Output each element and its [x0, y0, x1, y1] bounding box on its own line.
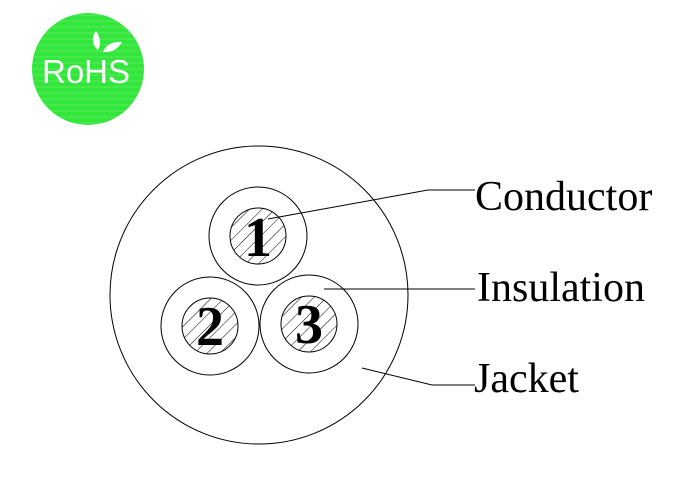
conductor-leader-line	[267, 189, 475, 220]
conductor-circle	[229, 207, 287, 265]
core-1: 1	[208, 186, 308, 286]
insulation-circle	[259, 274, 359, 374]
rohs-badge: RoHS	[32, 13, 144, 125]
jacket-circle	[109, 145, 409, 445]
core-number: 2	[196, 296, 224, 358]
jacket-label: Jacket	[474, 356, 579, 402]
rohs-text: RoHS	[42, 53, 130, 90]
core-number: 3	[295, 294, 323, 356]
core-2: 2	[160, 276, 260, 376]
insulation-circle	[208, 186, 308, 286]
insulation-circle	[160, 276, 260, 376]
core-number: 1	[244, 207, 272, 269]
conductor-label: Conductor	[475, 174, 652, 220]
conductor-circle	[181, 297, 239, 355]
jacket-leader-line	[361, 367, 475, 386]
insulation-label: Insulation	[477, 265, 645, 311]
core-3: 3	[259, 274, 359, 374]
conductor-circle	[280, 295, 338, 353]
leaf-icon	[92, 31, 122, 53]
